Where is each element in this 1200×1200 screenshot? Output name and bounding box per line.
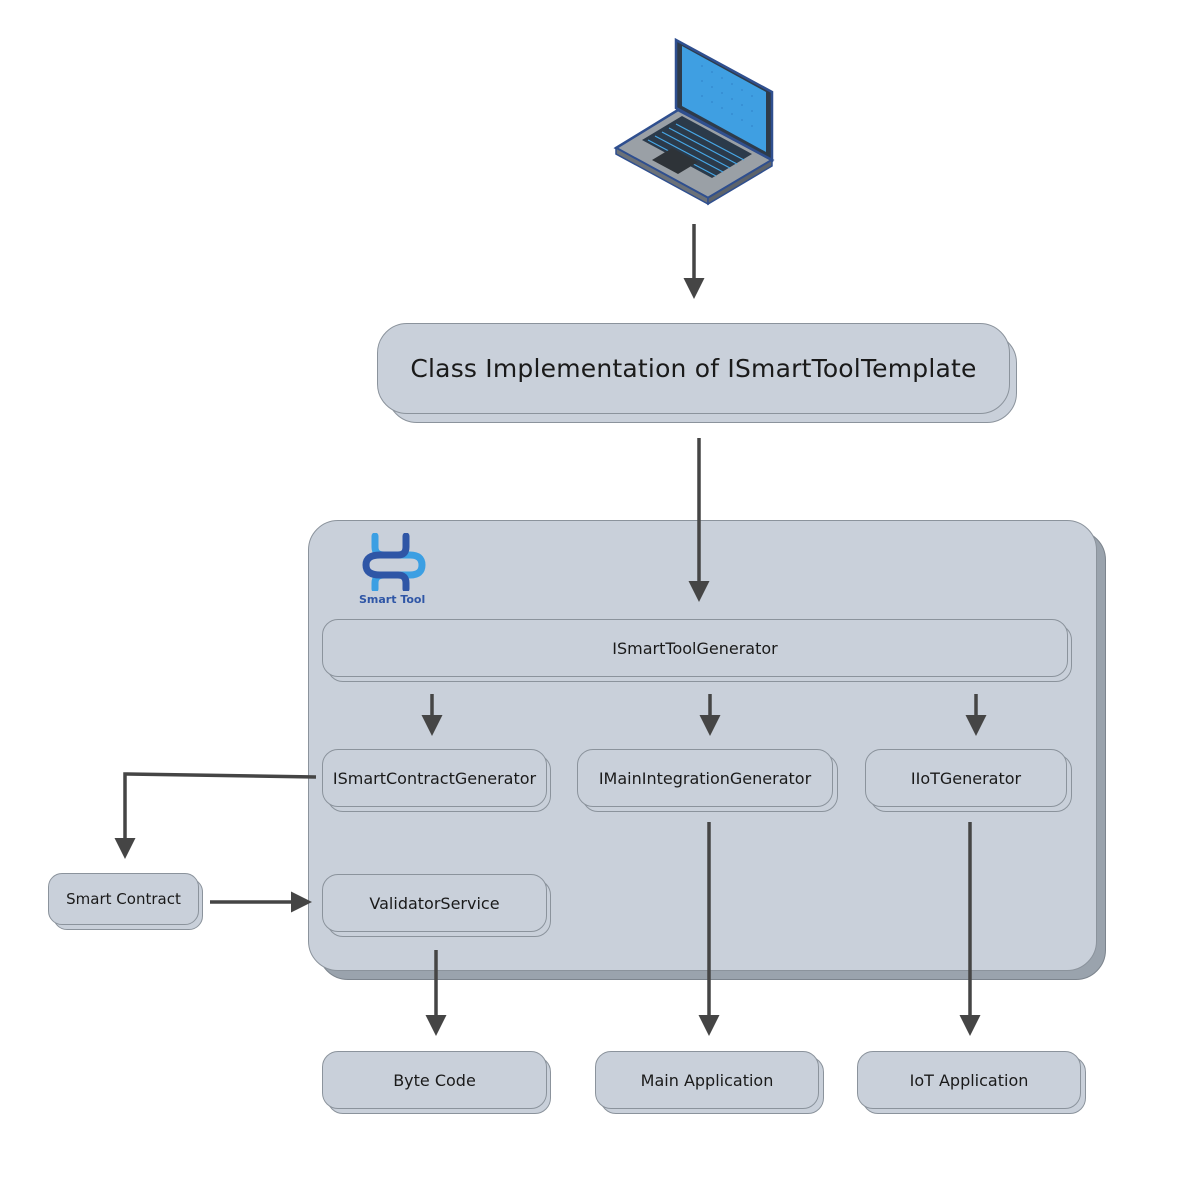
arrow-contract-generator-to-smart-contract xyxy=(114,772,317,859)
generator-label: ISmartToolGenerator xyxy=(612,638,778,658)
iot-generator-node: IIoTGenerator xyxy=(865,749,1067,807)
iot-generator-label: IIoTGenerator xyxy=(910,768,1022,788)
byte-code-node: Byte Code xyxy=(322,1051,547,1109)
main-integration-generator-label: IMainIntegrationGenerator xyxy=(598,768,812,788)
main-integration-generator-node: IMainIntegrationGenerator xyxy=(577,749,833,807)
main-app-label: Main Application xyxy=(640,1070,774,1090)
iot-app-label: IoT Application xyxy=(909,1070,1029,1090)
laptop-icon xyxy=(613,37,775,206)
validator-label: ValidatorService xyxy=(369,893,500,913)
main-app-node: Main Application xyxy=(595,1051,819,1109)
iot-app-node: IoT Application xyxy=(857,1051,1081,1109)
smart-tool-logo-icon xyxy=(362,533,426,591)
byte-code-label: Byte Code xyxy=(393,1070,476,1090)
title-node: Class Implementation of ISmartToolTempla… xyxy=(377,323,1010,414)
smart-contract-node: Smart Contract xyxy=(48,873,199,925)
generator-node: ISmartToolGenerator xyxy=(322,619,1068,677)
validator-node: ValidatorService xyxy=(322,874,547,932)
smart-contract-label: Smart Contract xyxy=(66,890,181,908)
contract-generator-node: ISmartContractGenerator xyxy=(322,749,547,807)
title-label: Class Implementation of ISmartToolTempla… xyxy=(410,354,977,383)
smart-tool-logo-text: Smart Tool xyxy=(359,593,426,606)
contract-generator-label: ISmartContractGenerator xyxy=(332,768,537,788)
